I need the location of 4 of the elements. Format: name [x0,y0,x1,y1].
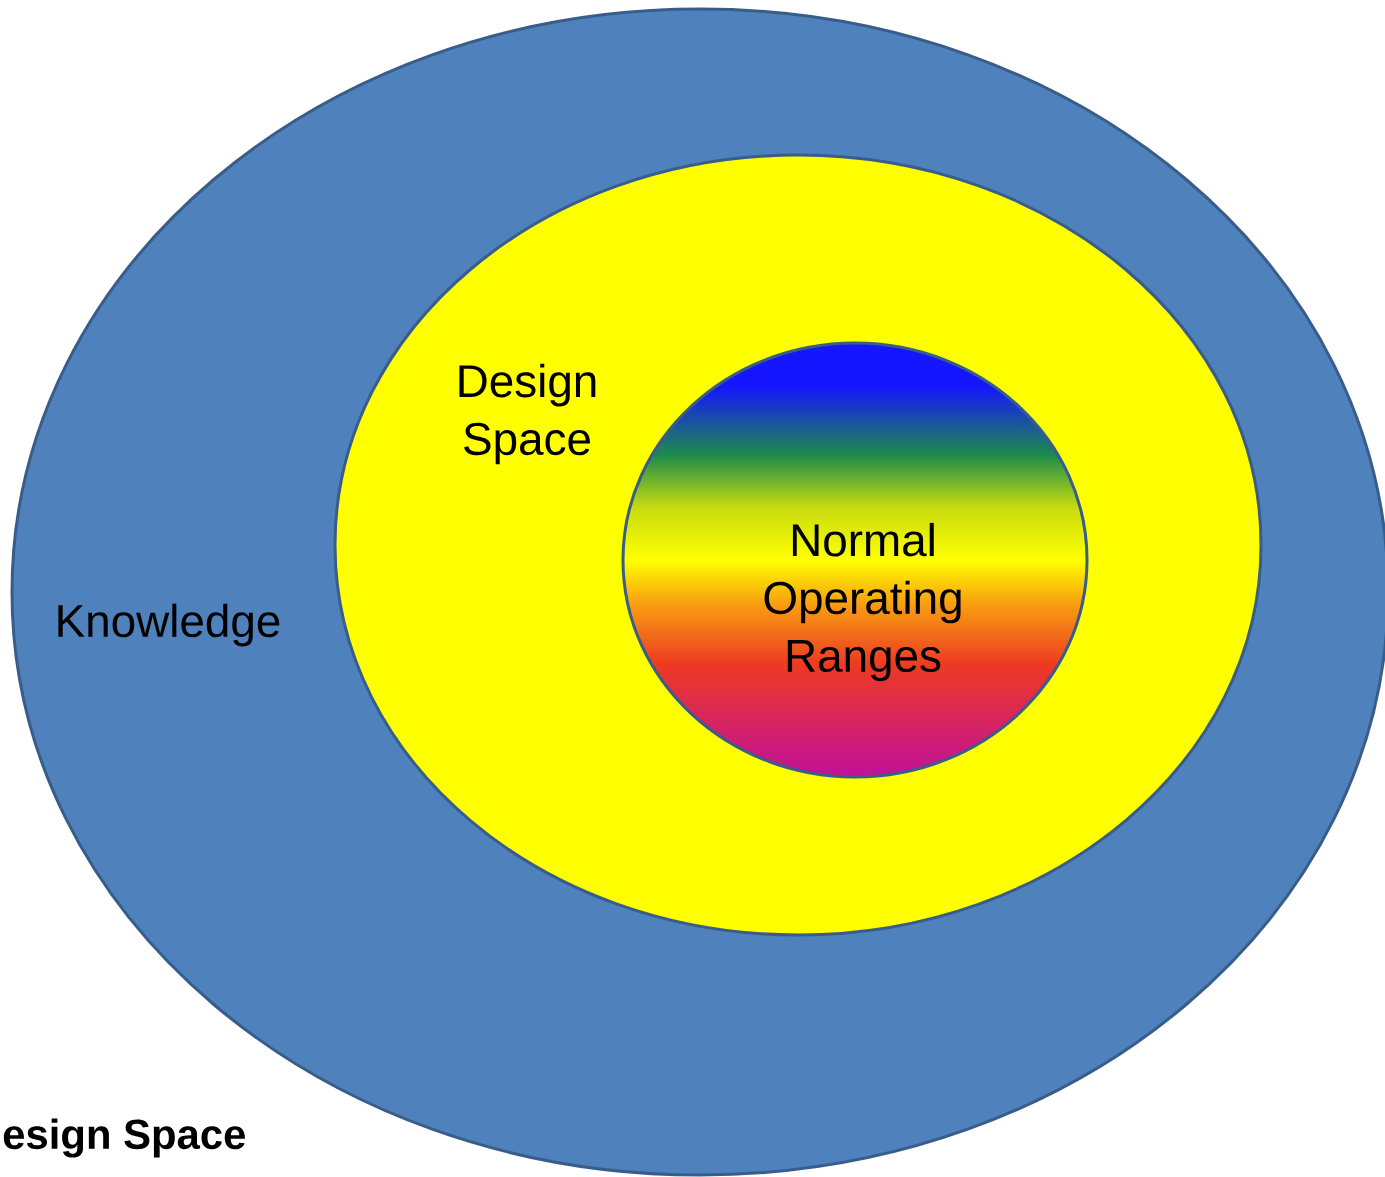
region-label: Knowledge [58,603,280,647]
region-label: Design Space [459,363,596,465]
region-label: Normal Operating Ranges [764,522,961,682]
heading-text: esign Space [3,1118,245,1158]
